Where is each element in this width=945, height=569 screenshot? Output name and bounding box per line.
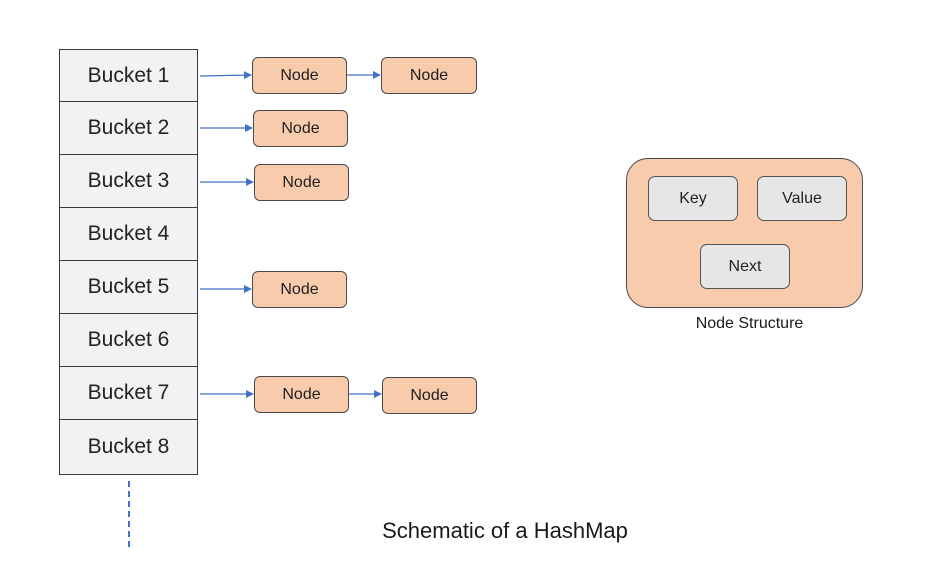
bucket-7-node-1: Node (254, 376, 349, 413)
value-field: Value (757, 176, 847, 221)
bucket-5-node-1: Node (252, 271, 347, 308)
bucket-3: Bucket 3 (59, 154, 198, 208)
bucket-7: Bucket 7 (59, 366, 198, 420)
bucket-6: Bucket 6 (59, 313, 198, 367)
more-buckets-dashed-line (128, 481, 130, 547)
bucket-1-node-2: Node (381, 57, 477, 94)
bucket-2-node-1: Node (253, 110, 348, 147)
arrow-bucket-1-to-node (199, 71, 252, 80)
bucket-1: Bucket 1 (59, 49, 198, 102)
node-structure-box: Key Value Next (626, 158, 863, 308)
bucket-7-node-2: Node (382, 377, 477, 414)
bucket-2: Bucket 2 (59, 101, 198, 155)
bucket-1-node-1: Node (252, 57, 347, 94)
bucket-5: Bucket 5 (59, 260, 198, 314)
node-structure-caption: Node Structure (695, 315, 804, 332)
diagram-title: Schematic of a HashMap (382, 518, 628, 543)
bucket-8: Bucket 8 (59, 419, 198, 475)
next-field: Next (700, 244, 790, 289)
bucket-4: Bucket 4 (59, 207, 198, 261)
bucket-3-node-1: Node (254, 164, 349, 201)
key-field: Key (648, 176, 738, 221)
